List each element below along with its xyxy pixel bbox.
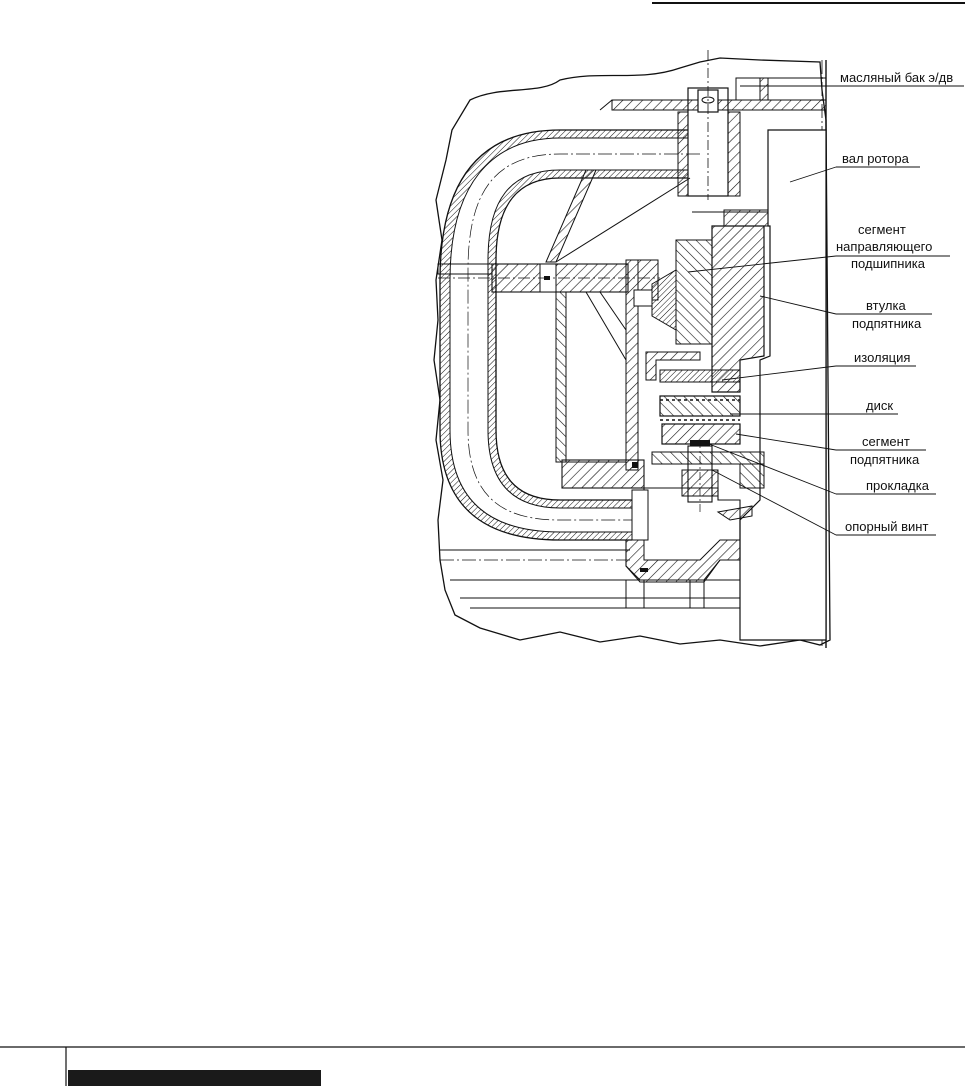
diagonal-strut: [546, 170, 596, 262]
label-guide-segment-2: направляющего: [836, 239, 932, 254]
label-support-screw: опорный винт: [845, 519, 928, 534]
rotor-shaft: [740, 130, 826, 640]
guide-segment-pin: [634, 290, 652, 306]
label-guide-segment-1: сегмент: [858, 222, 906, 237]
lower-casing-hatch: [626, 540, 740, 582]
thrust-disk: [660, 396, 740, 416]
label-thrust-segment-1: сегмент: [862, 434, 910, 449]
label-gasket: прокладка: [866, 478, 930, 493]
label-thrust-bushing-1: втулка: [866, 298, 906, 313]
bottom-housing-slot: [632, 462, 638, 468]
label-insulation: изоляция: [854, 350, 910, 365]
screw-base-right: [740, 464, 764, 488]
label-guide-segment-3: подшипника: [851, 256, 926, 271]
frame-diag-a: [586, 292, 626, 360]
bottom-housing: [562, 460, 644, 488]
bottom-plate: [626, 580, 740, 608]
guide-segment-carrier: [676, 240, 712, 344]
strut-line-b: [556, 178, 690, 262]
label-thrust-segment-2: подпятника: [850, 452, 920, 467]
oil-tank-flange: [760, 78, 768, 100]
oil-tank-neck: [736, 78, 826, 100]
oil-tank-wall: [612, 100, 826, 110]
label-thrust-bushing-2: подпятника: [852, 316, 922, 331]
label-oil-tank: масляный бак э/дв: [840, 70, 953, 85]
bottom-plate-seal: [640, 568, 648, 572]
insulation-layer: [660, 370, 740, 382]
lower-stud: [632, 490, 648, 540]
inner-frame-left: [556, 292, 566, 462]
thrust-bushing: [712, 226, 764, 392]
label-rotor-shaft: вал ротора: [842, 151, 910, 166]
label-disk: диск: [866, 398, 893, 413]
frame-diag-b: [600, 292, 626, 330]
strut-line-a: [600, 100, 612, 110]
top-bolt-shoulder-right: [728, 112, 740, 196]
footer-bar: [68, 1070, 321, 1086]
screw-base-plate: [652, 452, 764, 464]
